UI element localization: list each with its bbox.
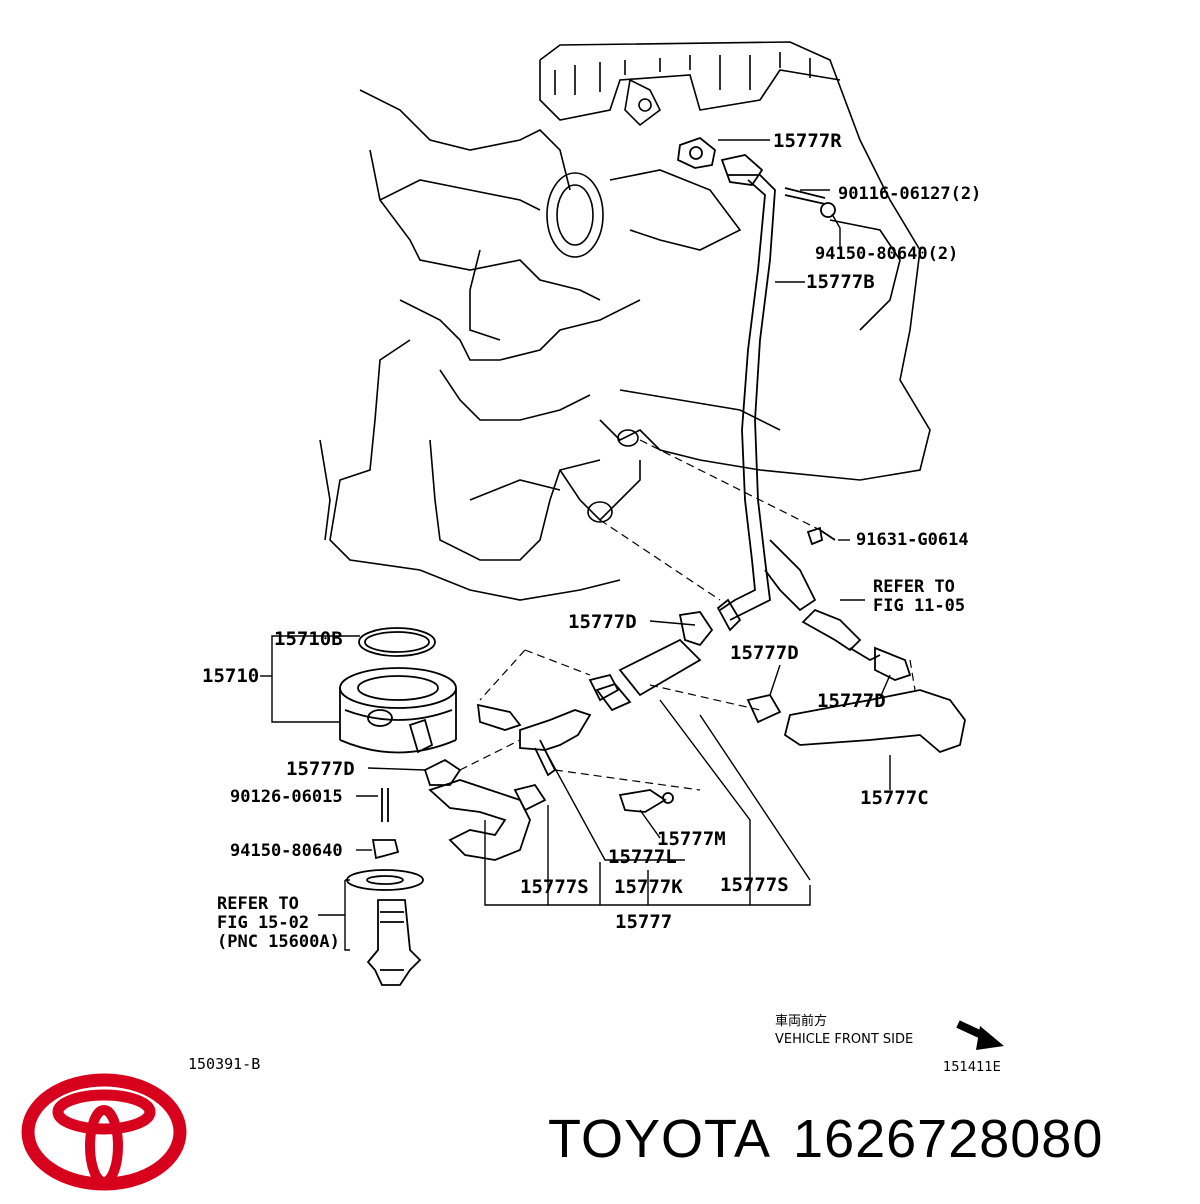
label-15777S-right: 15777S xyxy=(720,874,789,896)
brand-and-part-number: TOYOTA 1626728080 xyxy=(548,1108,1125,1170)
pipe-assembly-drawing xyxy=(428,136,966,861)
direction-label-japanese: 車両前方 xyxy=(775,1013,827,1029)
label-15777B: 15777B xyxy=(806,271,875,293)
label-90116-06127: 90116-06127(2) xyxy=(838,184,981,204)
refer-fig-11-05-line1: REFER TO xyxy=(873,577,955,597)
label-94150-80640: 94150-80640 xyxy=(230,841,343,861)
engine-block-drawing xyxy=(319,41,931,601)
label-94150-80640-2: 94150-80640(2) xyxy=(815,244,958,264)
label-90126-06015: 90126-06015 xyxy=(230,787,343,807)
oil-cooler-drawing xyxy=(339,627,462,986)
label-15710B: 15710B xyxy=(274,628,343,650)
leader-lines xyxy=(260,139,891,951)
figure-code-left: 150391-B xyxy=(188,1055,260,1073)
label-15777D-lower: 15777D xyxy=(286,758,355,780)
front-direction-arrow-icon xyxy=(956,1020,1004,1050)
label-15777S-left: 15777S xyxy=(520,876,589,898)
label-15777D-upper: 15777D xyxy=(568,611,637,633)
direction-label-english: VEHICLE FRONT SIDE xyxy=(775,1032,913,1047)
refer-fig-15-02-line2: FIG 15-02 xyxy=(217,913,309,933)
toyota-logo xyxy=(21,1073,187,1191)
label-15777D-right: 15777D xyxy=(817,690,886,712)
label-15777: 15777 xyxy=(615,911,672,933)
label-15777M: 15777M xyxy=(657,828,726,850)
figure-code-right: 151411E xyxy=(943,1060,1001,1075)
label-91631-G0614: 91631-G0614 xyxy=(856,530,969,550)
label-15777K: 15777K xyxy=(614,876,683,898)
refer-fig-11-05-line2: FIG 11-05 xyxy=(873,596,965,616)
refer-fig-15-02-line1: REFER TO xyxy=(217,894,299,914)
dashed-reference-lines xyxy=(459,439,916,791)
brand-name: TOYOTA xyxy=(548,1109,772,1169)
label-15777C: 15777C xyxy=(860,787,929,809)
label-15777L: 15777L xyxy=(608,846,677,868)
label-15777R: 15777R xyxy=(773,130,842,152)
label-15710: 15710 xyxy=(202,665,259,687)
part-number: 1626728080 xyxy=(793,1109,1104,1169)
label-15777D-middle: 15777D xyxy=(730,642,799,664)
refer-fig-15-02-line3: (PNC 15600A) xyxy=(217,932,340,952)
